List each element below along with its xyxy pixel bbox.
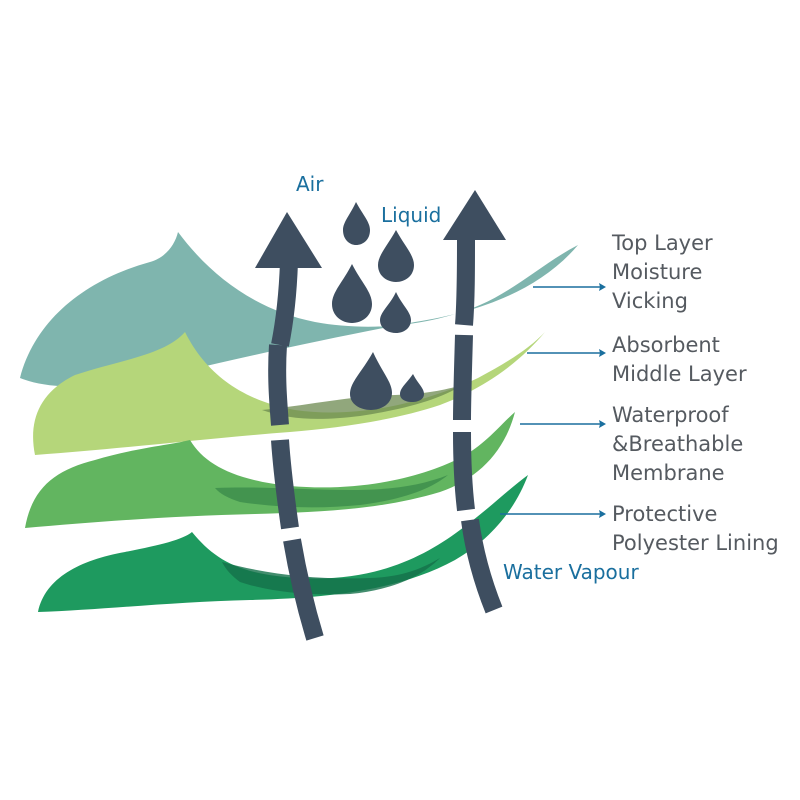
top-layer-label-line1: Top Layer xyxy=(611,231,713,255)
middle-layer-label-line2: Middle Layer xyxy=(612,362,747,386)
vapour-arrow-shaft-mid xyxy=(462,335,464,420)
liquid-drop-icon xyxy=(378,230,414,282)
pointer-head xyxy=(599,283,606,291)
vapour-arrow-shaft-low xyxy=(462,432,466,510)
middle-layer-label-line1: Absorbent xyxy=(612,333,720,357)
air-arrow-shaft-low xyxy=(280,440,290,528)
membrane-label-line3: Membrane xyxy=(612,461,725,485)
lining-label-line2: Polyester Lining xyxy=(612,531,779,555)
air-arrow-shaft-mid xyxy=(277,345,280,425)
vapour-arrow-head xyxy=(443,190,506,240)
air-label: Air xyxy=(296,172,324,196)
membrane-label-line2: &Breathable xyxy=(612,432,743,456)
pointer-head xyxy=(599,349,606,357)
pointer-head xyxy=(599,420,606,428)
lining-label-line1: Protective xyxy=(612,502,717,526)
vapour-arrow-shaft-top xyxy=(464,240,466,325)
top-layer-label-line3: Vicking xyxy=(612,289,688,313)
air-arrow-shaft-top xyxy=(280,262,289,345)
membrane-label-line1: Waterproof xyxy=(612,403,729,427)
liquid-label: Liquid xyxy=(381,203,441,227)
liquid-drop-icon xyxy=(400,374,424,402)
liquid-drop-icon xyxy=(350,352,392,410)
liquid-drop-icon xyxy=(380,292,411,333)
top-layer-label-line2: Moisture xyxy=(612,260,702,284)
liquid-drop-icon xyxy=(332,264,372,323)
liquid-drop-icon xyxy=(343,202,370,245)
water-vapour-label: Water Vapour xyxy=(503,560,639,584)
pointer-head xyxy=(599,510,606,518)
air-arrow-head xyxy=(255,212,322,268)
